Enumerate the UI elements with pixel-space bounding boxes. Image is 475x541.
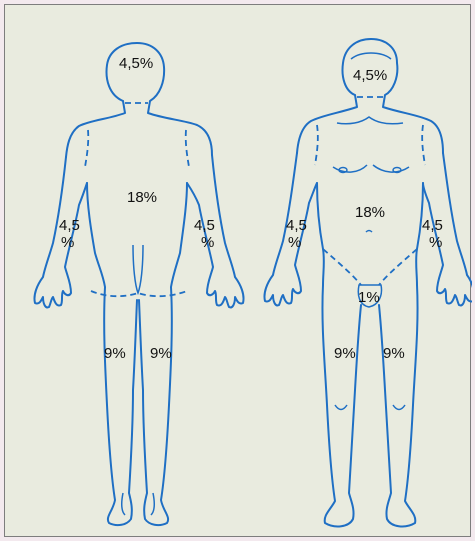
front-left-leg-label: 9% xyxy=(334,345,356,362)
back-right-arm-label-bottom: % xyxy=(201,234,214,251)
back-left-leg-label: 9% xyxy=(104,345,126,362)
front-right-leg-label: 9% xyxy=(383,345,405,362)
back-head-label: 4,5% xyxy=(119,55,153,72)
body-diagram: 4,5% 18% 4,5 % 4,5 % 9% 9% xyxy=(5,5,472,538)
back-left-arm-label-top: 4,5 xyxy=(59,217,80,234)
back-right-leg-label: 9% xyxy=(150,345,172,362)
front-left-arm-label-top: 4,5 xyxy=(286,217,307,234)
front-head-label: 4,5% xyxy=(353,67,387,84)
back-left-arm-label-bottom: % xyxy=(61,234,74,251)
back-right-arm-label-top: 4,5 xyxy=(194,217,215,234)
front-genitals-label: 1% xyxy=(358,289,380,306)
burn-chart-figure: 4,5% 18% 4,5 % 4,5 % 9% 9% xyxy=(4,4,471,537)
front-head xyxy=(343,39,444,153)
back-figure: 4,5% 18% 4,5 % 4,5 % 9% 9% xyxy=(34,43,243,525)
back-trunk-label: 18% xyxy=(127,189,157,206)
front-right-arm-label-top: 4,5 xyxy=(422,217,443,234)
front-figure: 4,5% 18% 4,5 % 4,5 % 1% 9% 9% xyxy=(264,39,472,526)
front-right-arm-label-bottom: % xyxy=(429,234,442,251)
front-left-arm-label-bottom: % xyxy=(288,234,301,251)
front-trunk-label: 18% xyxy=(355,204,385,221)
